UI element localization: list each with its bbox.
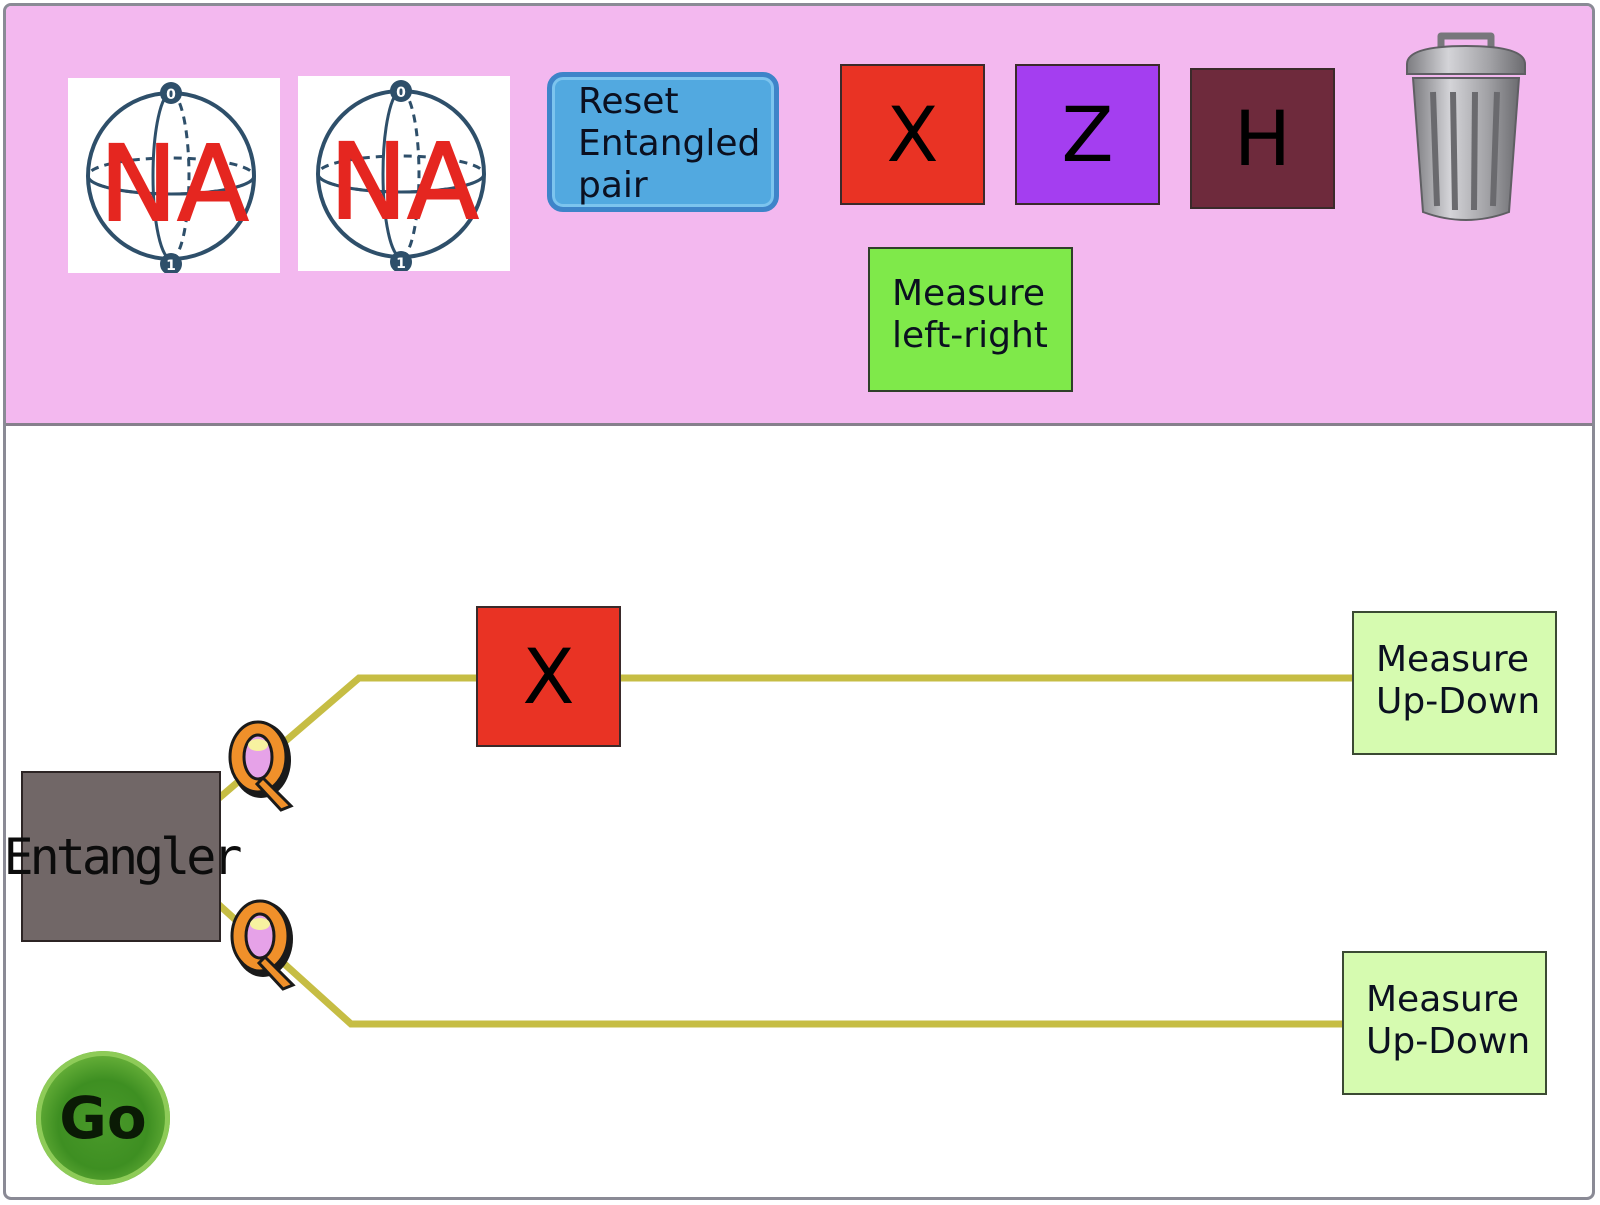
measure-lr-line-2: left-right bbox=[892, 315, 1048, 356]
bloch-state-label: NA bbox=[100, 123, 249, 245]
reset-button-line-3: pair bbox=[578, 165, 648, 206]
go-button[interactable]: Go bbox=[36, 1051, 170, 1185]
placed-gate-x-label: X bbox=[522, 632, 575, 721]
measure-ud-bottom-line-2: Up-Down bbox=[1366, 1021, 1531, 1062]
bloch-top-label: 0 bbox=[166, 87, 176, 103]
measure-up-down-top[interactable]: Measure Up-Down bbox=[1352, 611, 1557, 755]
bloch-bottom-label: 1 bbox=[166, 258, 176, 273]
bloch-bottom-label: 1 bbox=[396, 256, 406, 271]
trash-can-icon[interactable] bbox=[1399, 32, 1533, 224]
gate-h-label: H bbox=[1233, 94, 1292, 183]
bloch-sphere-icon: 0 1 NA bbox=[86, 82, 256, 275]
entangler-label: Entangler bbox=[3, 827, 242, 886]
entangler-block[interactable]: Entangler bbox=[6, 771, 242, 942]
reset-entangled-pair-button[interactable]: Reset Entangled pair bbox=[547, 72, 779, 212]
reset-button-line-1: Reset bbox=[578, 81, 679, 122]
measure-left-right-tool[interactable]: Measure left-right bbox=[868, 247, 1073, 392]
top-qubit-wire bbox=[215, 674, 1352, 802]
gate-z-label: Z bbox=[1061, 90, 1114, 179]
bloch-sphere-1[interactable]: 0 1 NA bbox=[68, 78, 280, 275]
gate-h-tool[interactable]: H bbox=[1190, 68, 1335, 209]
measure-up-down-bottom[interactable]: Measure Up-Down bbox=[1342, 951, 1547, 1095]
q-qubit-icon[interactable] bbox=[223, 718, 299, 812]
gate-z-tool[interactable]: Z bbox=[1015, 64, 1160, 205]
measure-lr-line-1: Measure bbox=[892, 273, 1045, 314]
bloch-top-label: 0 bbox=[396, 85, 406, 101]
bottom-qubit-wire bbox=[215, 901, 1342, 1028]
measure-ud-top-line-1: Measure bbox=[1376, 639, 1529, 680]
gate-x-label: X bbox=[886, 90, 939, 179]
bloch-sphere-icon: 0 1 NA bbox=[316, 80, 486, 273]
measure-ud-top-line-2: Up-Down bbox=[1376, 681, 1541, 722]
app-frame: 0 1 NA 0 1 NA Reset Entangled bbox=[3, 3, 1595, 1200]
placed-gate-x[interactable]: X bbox=[476, 606, 621, 747]
gate-x-tool[interactable]: X bbox=[840, 64, 985, 205]
bloch-sphere-2[interactable]: 0 1 NA bbox=[298, 76, 510, 273]
go-button-label: Go bbox=[59, 1084, 147, 1152]
gate-toolbox: 0 1 NA 0 1 NA Reset Entangled bbox=[6, 6, 1592, 426]
bloch-state-label: NA bbox=[330, 121, 479, 243]
measure-ud-bottom-line-1: Measure bbox=[1366, 979, 1519, 1020]
q-qubit-icon[interactable] bbox=[225, 897, 301, 991]
reset-button-line-2: Entangled bbox=[578, 123, 761, 164]
